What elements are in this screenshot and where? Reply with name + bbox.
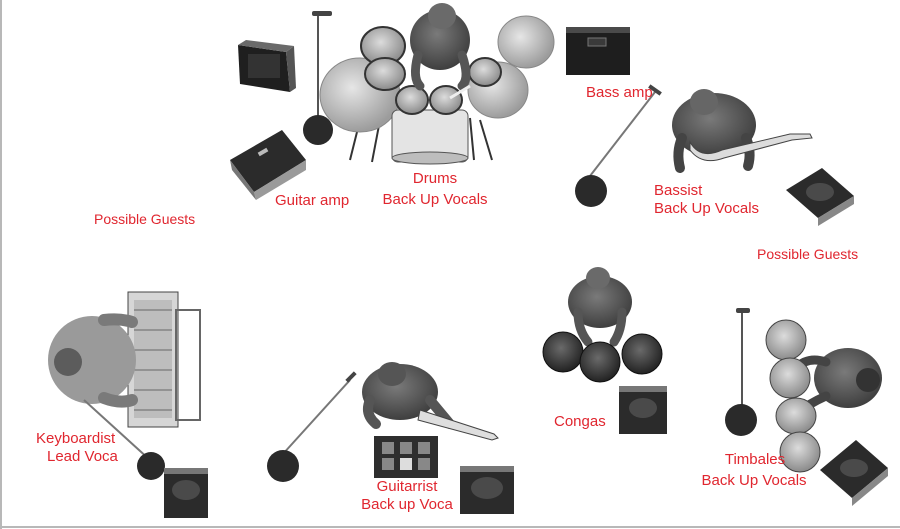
- guitarrist-figure-icon: [362, 362, 499, 441]
- guitarrist-label: Guitarrist Back up Voca: [358, 478, 456, 514]
- monitor-wedge-congas-icon: [619, 386, 667, 434]
- timbales-role-text: Back Up Vocals: [701, 472, 807, 489]
- guitarrist-role-text: Back up Voca: [361, 496, 453, 513]
- guests-right-label: Possible Guests: [757, 247, 869, 259]
- monitor-wedge-keyboardist-icon: [164, 468, 208, 518]
- timbales-text: Timbales: [724, 451, 786, 468]
- guitar-amp-text: Guitar amp: [275, 192, 350, 209]
- bassist-figure-icon: [672, 89, 813, 173]
- drums-label: Drums Back Up Vocals: [380, 170, 490, 209]
- bassist-text: Bassist: [654, 182, 703, 199]
- keyboardist-text: Keyboardist: [36, 430, 116, 447]
- mic-stand-timbales-icon: [725, 308, 757, 436]
- timbales-label: Timbales Back Up Vocals: [699, 451, 809, 490]
- monitor-wedge-bassist-icon: [786, 168, 854, 226]
- drum-kit-icon: [319, 3, 555, 165]
- keyboardist-label: Keyboardist Lead Voca: [36, 430, 124, 466]
- drums-role-text: Back Up Vocals: [382, 191, 488, 208]
- pedalboard-icon: [374, 436, 438, 478]
- guitar-amp-head-icon: [230, 130, 306, 200]
- guitar-amp-speaker-icon: [238, 40, 296, 92]
- frame-border-bottom: [0, 526, 900, 528]
- keyboardist-role-text: Lead Voca: [47, 448, 118, 465]
- guests-left-label: Possible Guests: [94, 212, 206, 224]
- conga-player-figure-icon: [568, 267, 632, 347]
- guests-left-text: Possible Guests: [94, 212, 196, 224]
- mic-stand-bassist-icon: [575, 84, 662, 207]
- guests-right-text: Possible Guests: [757, 247, 859, 259]
- keyboard-icon: [127, 291, 201, 428]
- mic-stand-drums-left-icon: [303, 11, 333, 145]
- congas-label: Congas: [554, 413, 606, 431]
- bassist-role-text: Back Up Vocals: [654, 200, 760, 217]
- congas-text: Congas: [554, 413, 606, 430]
- monitor-wedge-guitarrist-icon: [460, 466, 514, 514]
- monitor-wedge-timbales-icon: [820, 440, 888, 506]
- mic-stand-guitarrist-icon: [267, 371, 357, 482]
- drums-text: Drums: [412, 170, 458, 187]
- frame-border-left: [0, 0, 2, 529]
- bass-amp-text: Bass amp: [586, 84, 653, 101]
- keyboardist-figure-icon: [48, 313, 138, 408]
- mic-stand-keyboardist-icon: [83, 399, 165, 480]
- bass-amp-icon: [566, 27, 630, 75]
- bass-amp-label: Bass amp: [586, 84, 656, 102]
- guitar-amp-label: Guitar amp: [275, 192, 355, 210]
- timbales-drums-icon: [765, 319, 821, 473]
- bassist-label: Bassist Back Up Vocals: [654, 182, 759, 218]
- conga-drums-icon: [542, 331, 663, 383]
- guitarrist-text: Guitarrist: [376, 478, 438, 495]
